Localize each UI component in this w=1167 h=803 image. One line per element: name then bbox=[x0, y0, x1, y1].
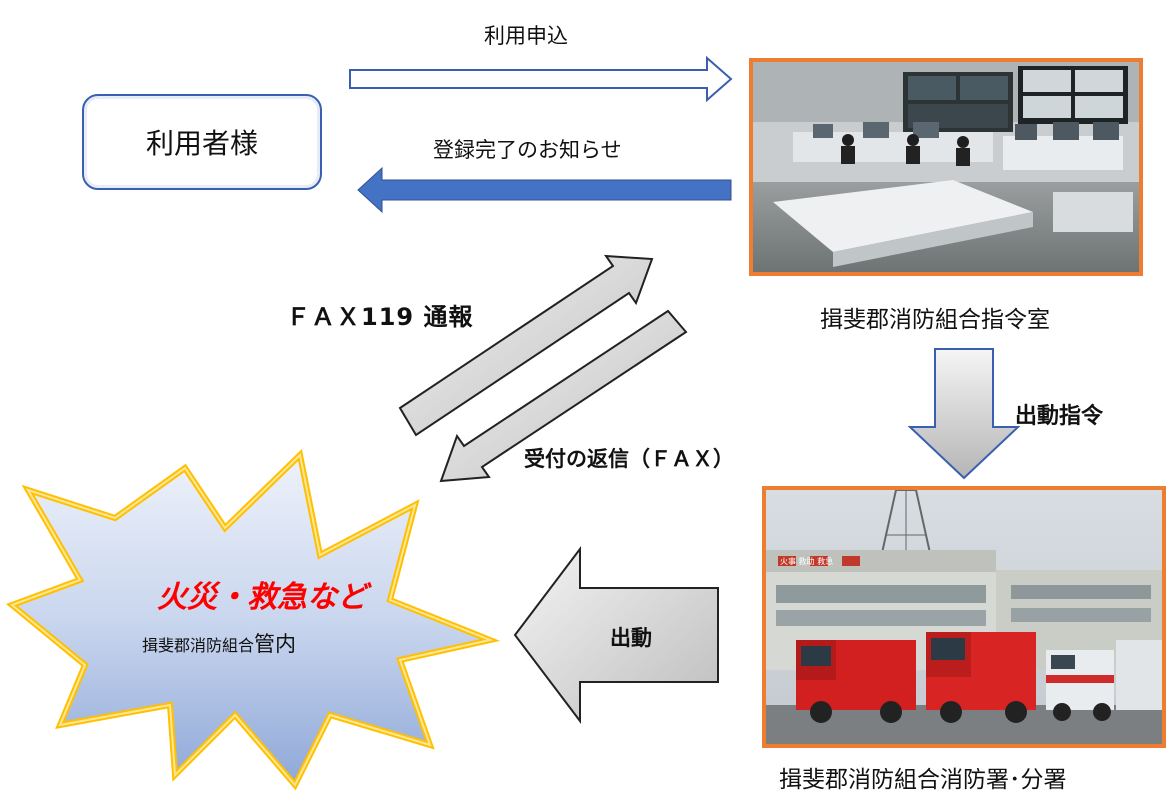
fax119-arrow bbox=[398, 254, 654, 437]
jurisdiction-label: 揖斐郡消防組合管内 bbox=[142, 628, 296, 658]
apply-arrow bbox=[349, 55, 733, 103]
reply-fax-arrow bbox=[439, 309, 688, 483]
fax119-label: ＦＡＸ119 通報 bbox=[286, 303, 474, 331]
command-room-label: 揖斐郡消防組合指令室 bbox=[820, 307, 1050, 333]
fire-station-image: 火事 救助 救急 bbox=[766, 490, 1162, 744]
command-room-image bbox=[753, 62, 1139, 272]
dispatch-arrow bbox=[513, 546, 719, 724]
jurisdiction-suffix: 管内 bbox=[254, 632, 297, 656]
user-label: 利用者様 bbox=[145, 127, 258, 160]
incident-burst bbox=[6, 449, 501, 791]
fire-station-photo: 火事 救助 救急 bbox=[762, 486, 1166, 748]
dispatch-order-arrow bbox=[907, 348, 1021, 480]
command-room-photo bbox=[749, 58, 1143, 276]
registration-arrow bbox=[357, 166, 732, 214]
registration-label: 登録完了のお知らせ bbox=[433, 138, 622, 162]
user-box: 利用者様 bbox=[82, 94, 322, 190]
dispatch-label: 出動 bbox=[610, 626, 652, 650]
dispatch-order-label: 出動指令 bbox=[1015, 404, 1104, 429]
station-sign: 火事 救助 救急 bbox=[780, 556, 833, 566]
incident-label: 火災・救急など bbox=[157, 580, 367, 615]
fire-station-label: 揖斐郡消防組合消防署･分署 bbox=[779, 767, 1067, 793]
jurisdiction-prefix: 揖斐郡消防組合 bbox=[142, 636, 255, 655]
apply-label: 利用申込 bbox=[484, 24, 568, 48]
reply-fax-label: 受付の返信（ＦＡＸ） bbox=[524, 447, 734, 471]
